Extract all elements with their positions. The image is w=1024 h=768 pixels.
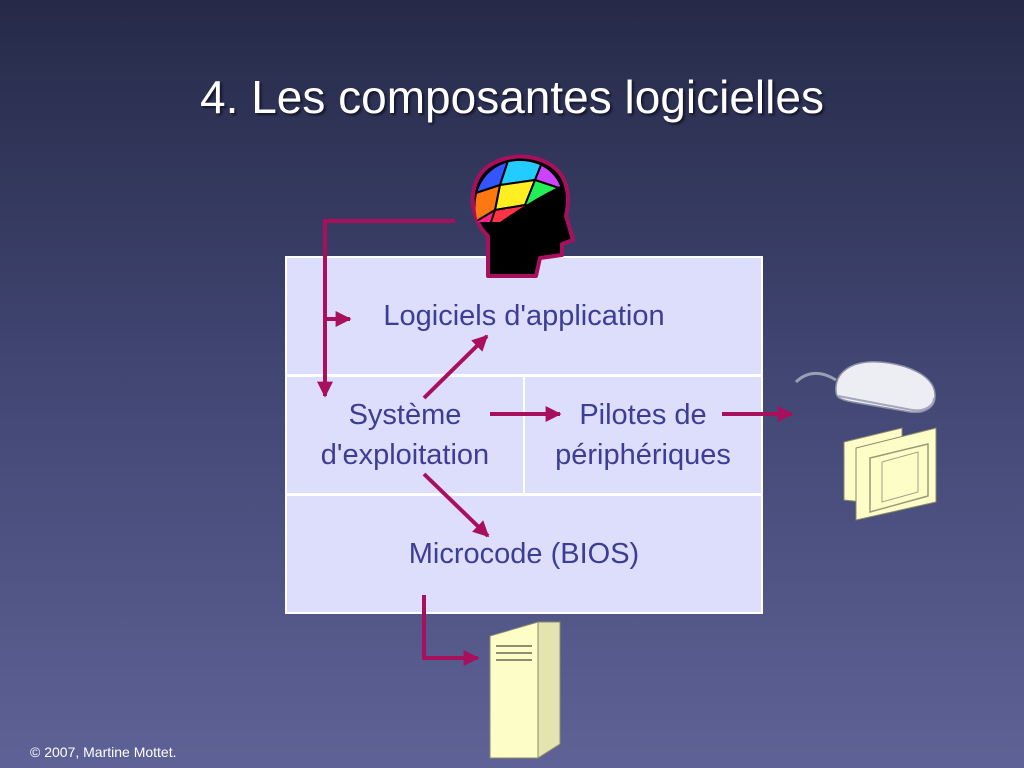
monitor-icon xyxy=(843,427,937,521)
os-to-applications-arrow xyxy=(422,334,489,400)
os-label-line2: d'exploitation xyxy=(320,439,490,471)
firmware-layer: Microcode (BIOS) xyxy=(285,494,763,614)
computer-tower-icon xyxy=(489,621,561,759)
mouse-icon xyxy=(794,361,936,414)
firmware-label: Microcode (BIOS) xyxy=(408,538,640,570)
applications-label: Logiciels d'application xyxy=(383,300,665,332)
slide-title: 4. Les composantes logicielles xyxy=(200,71,824,123)
firmware-to-computer-arrow xyxy=(422,595,480,666)
drivers-label-line1: Pilotes de xyxy=(579,399,707,431)
head-icon xyxy=(470,154,575,278)
os-label-line1: Système xyxy=(348,399,462,431)
user-to-os-arrow xyxy=(317,219,455,398)
os-to-firmware-arrow xyxy=(422,472,490,538)
drivers-label-line2: périphériques xyxy=(555,439,731,471)
copyright-notice: © 2007, Martine Mottet. xyxy=(30,744,177,760)
